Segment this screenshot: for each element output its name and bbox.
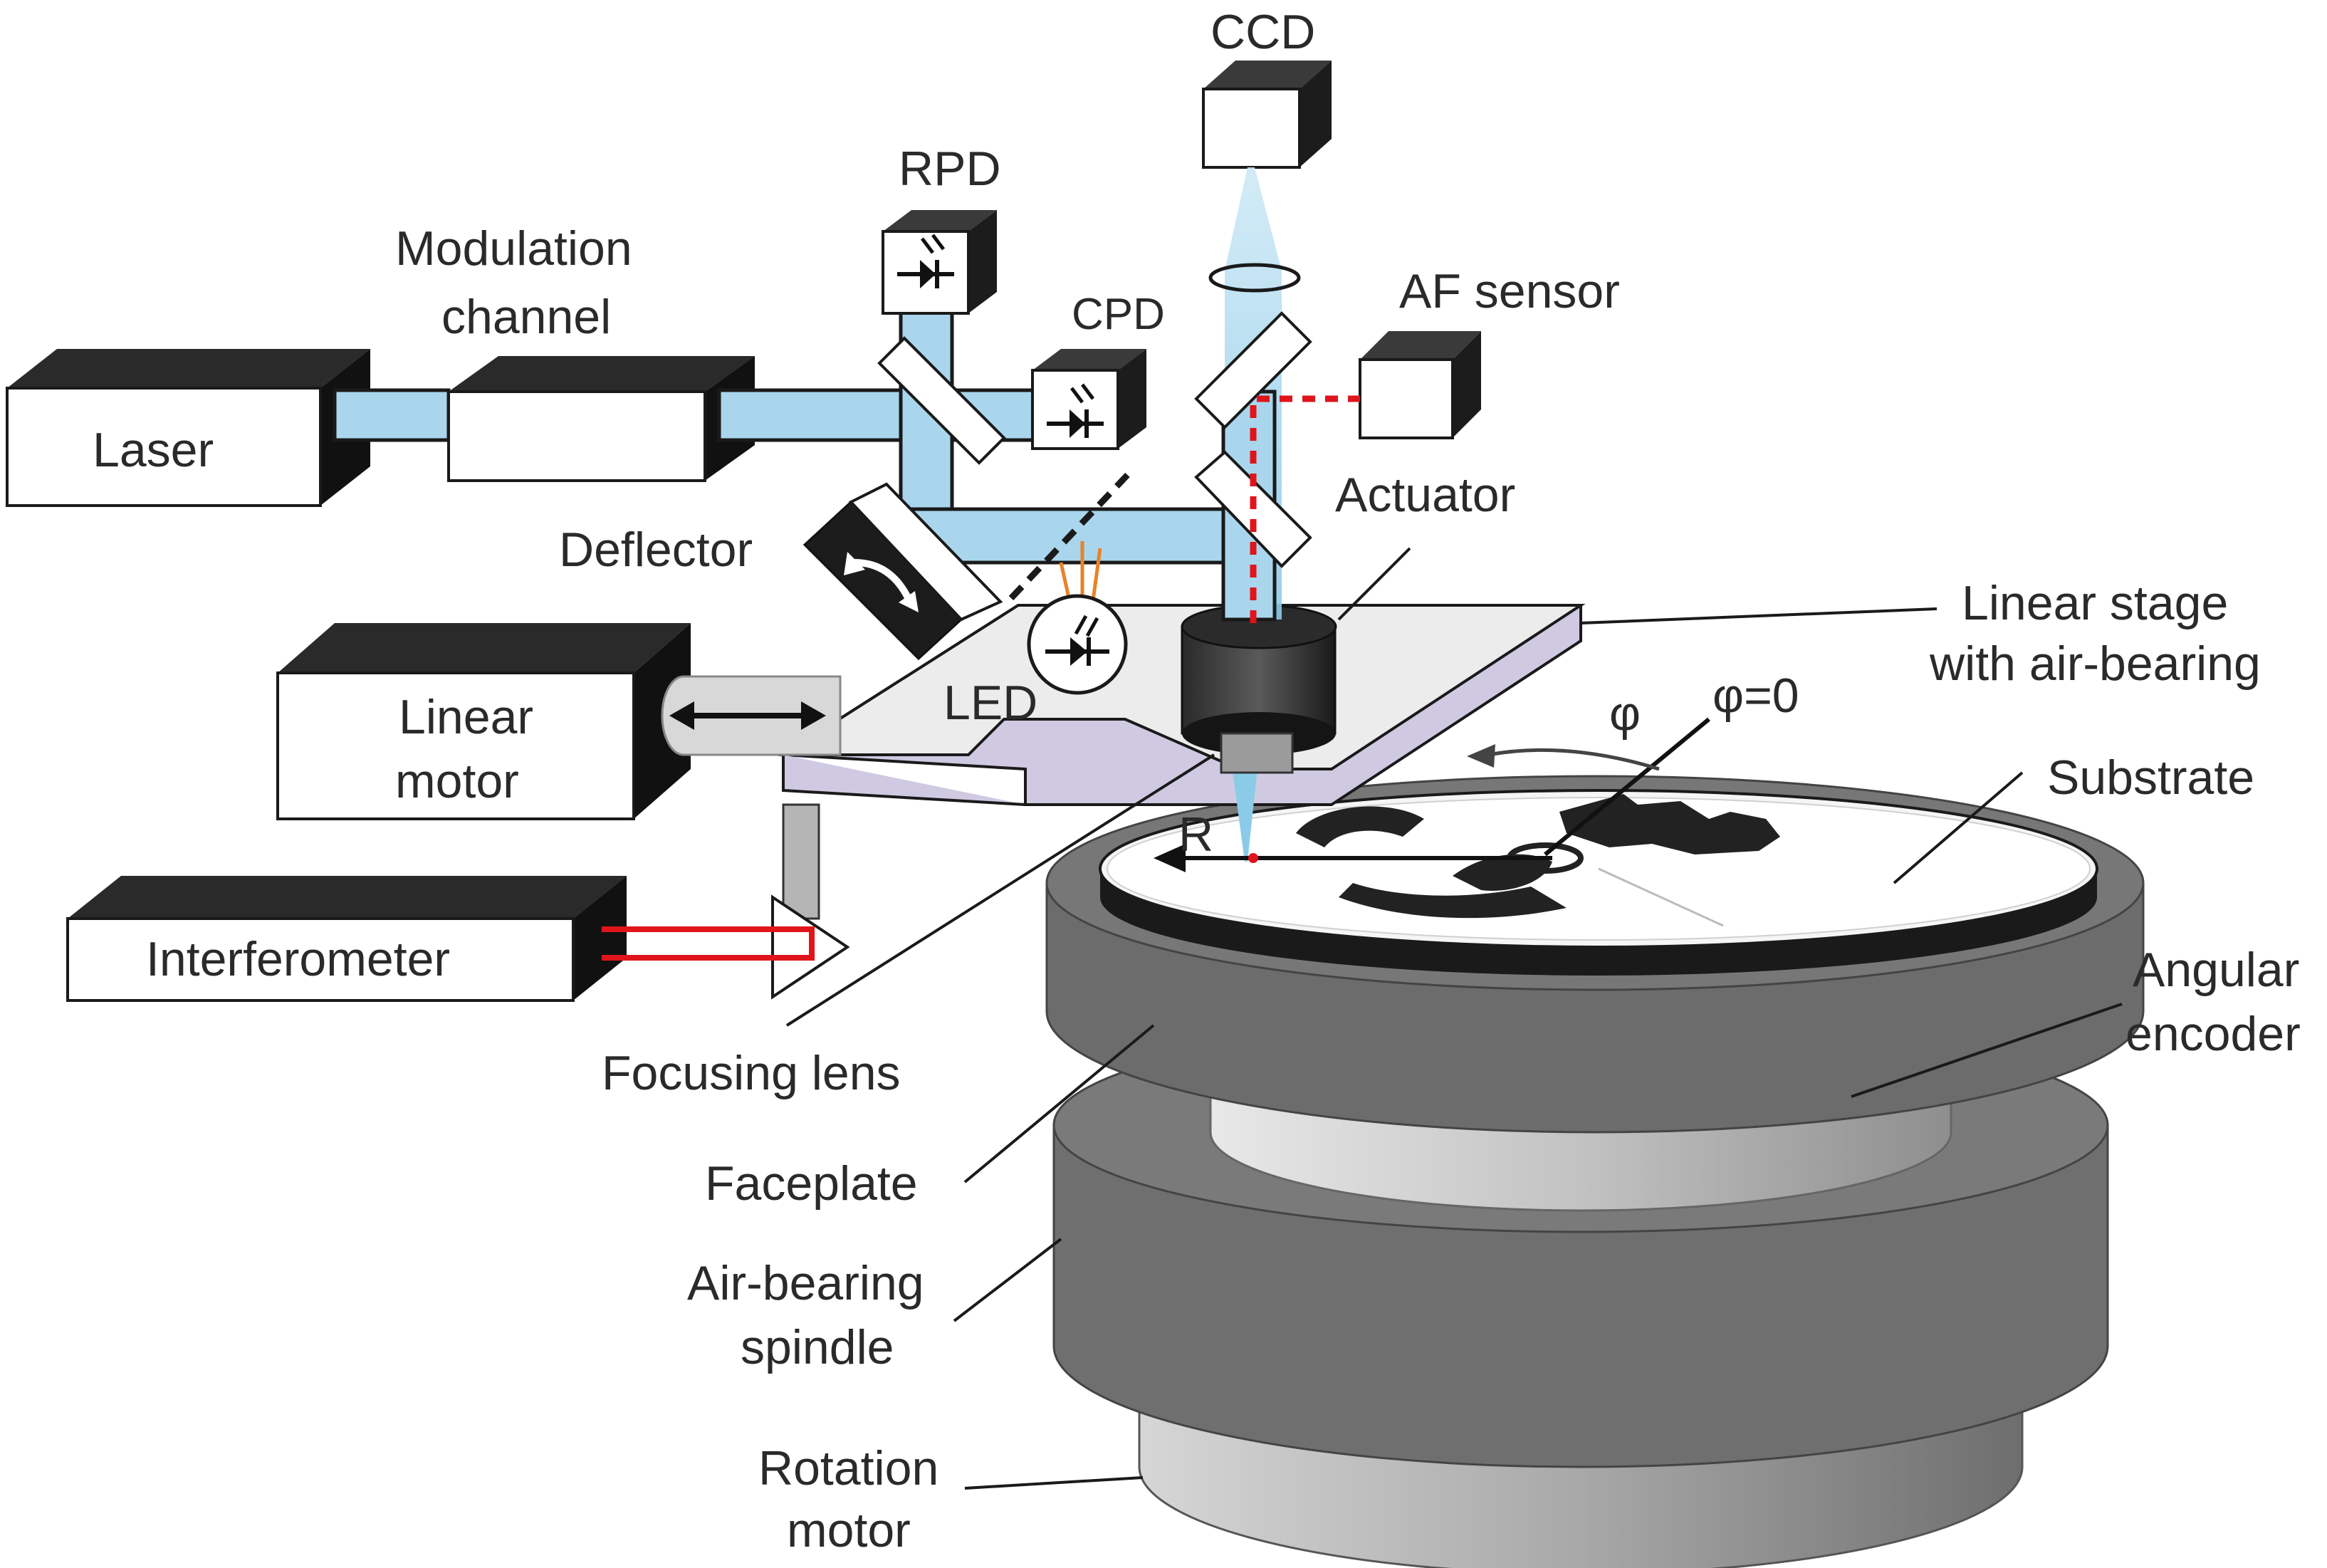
photodiode-icon: [1047, 383, 1104, 438]
leader-angular-encoder: [1851, 1003, 2123, 1098]
label-linear-stage-2: with air-bearing: [1929, 637, 2261, 691]
label-r: R: [1178, 807, 1213, 862]
substrate: [1099, 789, 2098, 976]
af-sensor: [1359, 331, 1481, 439]
af-red-path: [1250, 395, 1360, 623]
cpd-detector: [1031, 349, 1146, 450]
deflector-dashed-line: [1008, 467, 1135, 601]
label-angular-encoder-2: encoder: [2125, 1007, 2301, 1061]
ccd-lens: [1208, 263, 1301, 293]
label-spindle-2: spindle: [741, 1320, 894, 1374]
interferometer-box: [66, 876, 627, 1002]
label-led: LED: [943, 676, 1037, 730]
linear-motor-box: [276, 623, 691, 820]
beamsplitter-1: [877, 336, 1006, 465]
rpd-detector: [882, 210, 997, 315]
leader-substrate: [1893, 771, 2024, 884]
leader-faceplate: [963, 1024, 1155, 1183]
label-linear-motor-2: motor: [395, 754, 519, 808]
label-actuator: Actuator: [1335, 468, 1515, 522]
label-linear-stage-1: Linear stage: [1962, 576, 2228, 630]
label-focusing-lens: Focusing lens: [602, 1046, 901, 1100]
label-faceplate: Faceplate: [705, 1156, 918, 1211]
ccd-camera: [1202, 61, 1332, 169]
double-arrow-icon: [669, 701, 826, 730]
label-rotation-motor-2: motor: [787, 1503, 911, 1557]
laser-beam-1: [333, 388, 451, 442]
label-phi: φ: [1609, 686, 1641, 741]
leader-rotation-motor: [964, 1476, 1144, 1490]
beam-horizontal-mid: [899, 507, 1252, 565]
label-af-sensor: AF sensor: [1399, 264, 1620, 318]
led-icon: [1027, 594, 1128, 695]
label-ccd: CCD: [1210, 5, 1315, 59]
laser-box: [6, 349, 370, 507]
radius-arrow: [1154, 844, 1552, 872]
label-rotation-motor-1: Rotation: [758, 1441, 938, 1495]
focus-spot: [1248, 853, 1258, 863]
phi-arrow: [1467, 744, 1660, 771]
label-modulation-2: channel: [441, 290, 611, 344]
leader-linear-stage: [1580, 607, 1938, 624]
stage-post: [782, 803, 820, 920]
leader-actuator: [1337, 547, 1411, 621]
modulation-channel-box: [447, 356, 755, 482]
beamsplitter-2: [1194, 311, 1312, 429]
label-cpd: CPD: [1072, 290, 1165, 339]
curved-double-arrow-icon: [844, 552, 919, 612]
label-phi-zero: φ=0: [1712, 669, 1799, 723]
substrate-pattern: [1296, 794, 1780, 919]
label-substrate: Substrate: [2047, 751, 2254, 805]
actuator: [1181, 604, 1337, 774]
label-laser: Laser: [93, 423, 214, 477]
leader-focusing-lens: [785, 753, 1215, 1027]
label-modulation-1: Modulation: [395, 221, 632, 276]
label-deflector: Deflector: [559, 523, 753, 577]
label-spindle-1: Air-bearing: [687, 1256, 924, 1310]
linear-motor-shaft: [661, 675, 842, 756]
label-linear-motor-1: Linear: [399, 690, 533, 744]
leader-spindle: [953, 1238, 1062, 1322]
photodiode-icon: [897, 234, 954, 288]
label-rpd: RPD: [899, 142, 1001, 196]
label-interferometer: Interferometer: [146, 932, 450, 986]
deflector: [802, 482, 1003, 661]
phi-zero-line: [1544, 717, 1710, 857]
label-angular-encoder-1: Angular: [2133, 943, 2299, 997]
interferometer-red-beam: [602, 926, 815, 961]
focusing-beam: [1230, 755, 1259, 862]
